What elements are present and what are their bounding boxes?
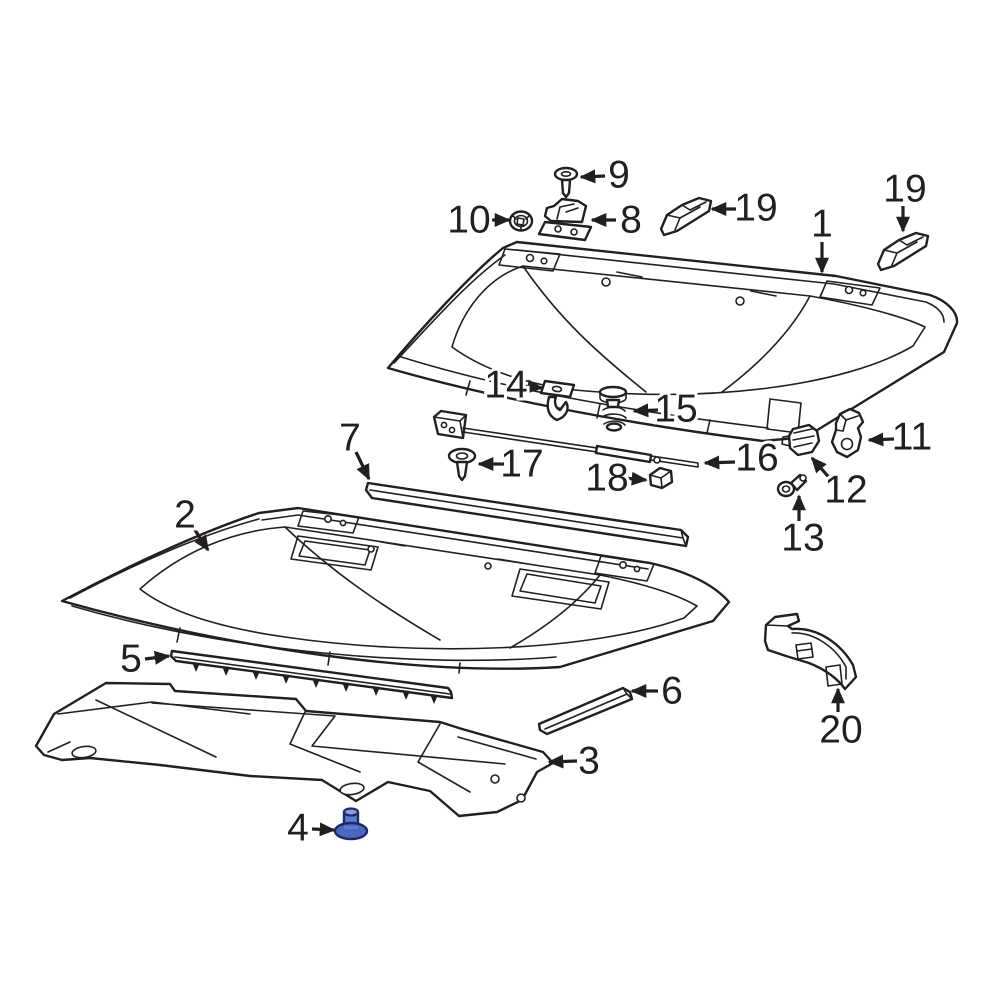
part-2-hood-inner-panel bbox=[60, 506, 731, 674]
part-9-screw bbox=[553, 166, 579, 199]
part-18-square-clip bbox=[648, 466, 674, 490]
part-6-tape-strip bbox=[537, 686, 634, 736]
callout-11-label: 11 bbox=[892, 416, 933, 459]
callout-7-label: 7 bbox=[339, 417, 361, 460]
callout-9-label: 9 bbox=[608, 154, 630, 197]
part-13-ball-stud bbox=[776, 473, 808, 498]
callout-10-label: 10 bbox=[447, 199, 490, 242]
callout-16-label: 16 bbox=[735, 437, 778, 480]
callout-15-label: 15 bbox=[654, 388, 697, 431]
part-17-push-pin-rivet bbox=[447, 447, 477, 482]
callout-5-arrow bbox=[144, 650, 171, 665]
callout-11-arrow bbox=[867, 432, 895, 447]
callout-12-arrow bbox=[810, 456, 835, 484]
callout-4-label: 4 bbox=[287, 807, 309, 850]
callout-14-label: 14 bbox=[484, 364, 527, 407]
part-15-grommet-stack bbox=[598, 385, 628, 432]
insulation-pad-outline bbox=[34, 681, 555, 818]
part-7-rear-seal-strip bbox=[364, 481, 690, 548]
callout-4-arrow bbox=[311, 822, 336, 837]
callout-18-arrow bbox=[623, 471, 648, 486]
part-20-cowl-end-bracket bbox=[763, 612, 858, 691]
callout-14-arrow bbox=[522, 379, 544, 394]
callout-19-right-label: 19 bbox=[883, 168, 926, 211]
callout-labels: 1 2 3 4 5 6 7 8 9 10 11 12 13 14 15 16 1… bbox=[117, 151, 935, 853]
callout-2-label: 2 bbox=[174, 494, 196, 537]
part-3-insulation-pad bbox=[34, 681, 555, 818]
callout-18-label: 18 bbox=[585, 457, 628, 500]
part-16-prop-rod bbox=[432, 409, 699, 468]
callout-1-label: 1 bbox=[811, 203, 833, 246]
part-11-latch-bracket bbox=[830, 407, 865, 459]
callout-13-label: 13 bbox=[781, 517, 824, 560]
callout-19-left-label: 19 bbox=[734, 187, 777, 230]
part-12-striker-bracket bbox=[781, 423, 821, 457]
callout-2-arrow bbox=[191, 526, 210, 552]
callout-5-label: 5 bbox=[120, 638, 142, 681]
callout-20-label: 20 bbox=[819, 709, 862, 752]
callout-15-arrow bbox=[632, 403, 659, 418]
part-10-nut bbox=[508, 210, 534, 232]
callout-arrows bbox=[144, 169, 910, 837]
part-4-push-pin-retainer-highlighted bbox=[333, 807, 369, 841]
callout-16-arrow bbox=[703, 455, 736, 470]
part-8-hood-hinge bbox=[537, 197, 593, 242]
part-19-hood-bumper-left bbox=[659, 196, 713, 237]
callout-7-arrow bbox=[354, 451, 371, 481]
callout-17-label: 17 bbox=[500, 443, 543, 486]
callout-9-arrow bbox=[579, 169, 606, 184]
part-19-hood-bumper-right bbox=[876, 231, 930, 272]
callout-3-arrow bbox=[547, 754, 578, 769]
part-5-front-seal-strip bbox=[169, 649, 454, 704]
callout-12-label: 12 bbox=[824, 469, 867, 512]
callout-6-label: 6 bbox=[661, 670, 683, 713]
callout-8-label: 8 bbox=[620, 199, 642, 242]
callout-3-label: 3 bbox=[578, 740, 600, 783]
